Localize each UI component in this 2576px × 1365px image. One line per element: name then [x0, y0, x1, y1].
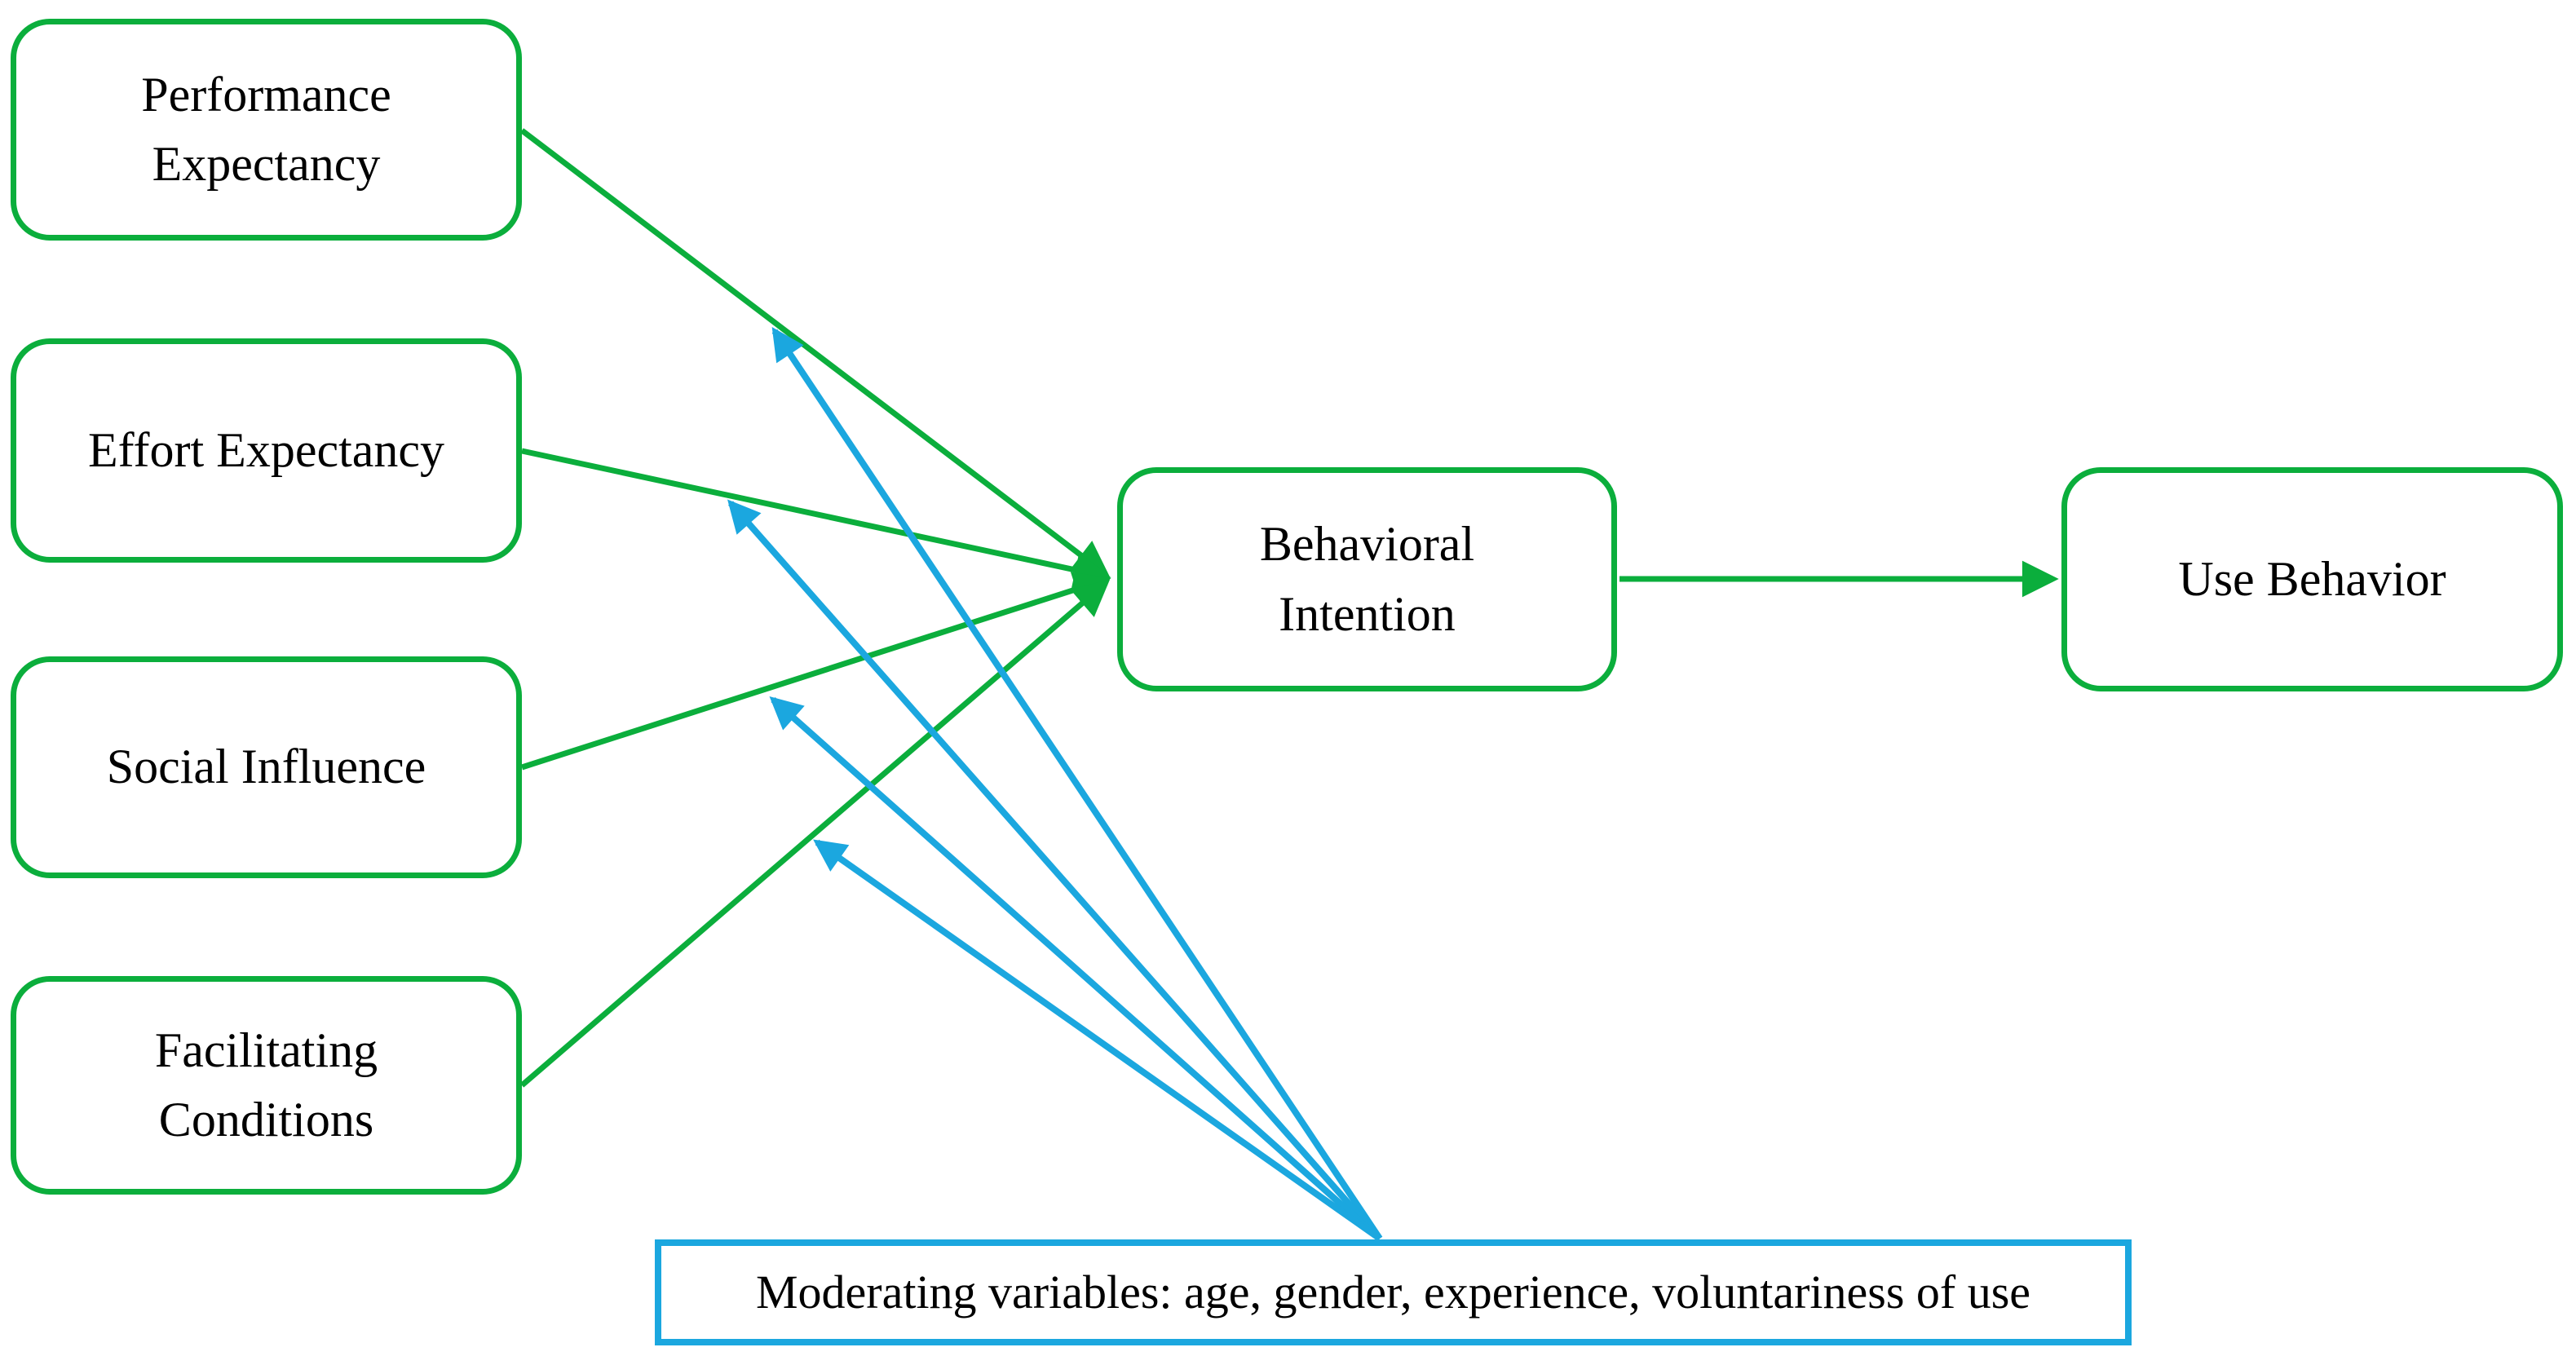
edge-social-influence-to-behavioral-intention [520, 572, 1111, 771]
edge-moderators-to-fc-bi-edge [813, 839, 1382, 1242]
edge-moderators-to-pe-bi-edge [771, 327, 1383, 1241]
edge-effort-expectancy-to-behavioral-intention [521, 448, 1111, 588]
node-performance-expectancy: Performance Expectancy [11, 19, 522, 241]
node-moderating-variables-label: Moderating variables: age, gender, exper… [755, 1266, 2031, 1319]
node-use-behavior-label: Use Behavior [2178, 551, 2446, 606]
node-moderating-variables: Moderating variables: age, gender, exper… [655, 1239, 2132, 1345]
node-effort-expectancy: Effort Expectancy [11, 338, 522, 563]
edge-moderators-to-ee-bi-edge [727, 499, 1382, 1241]
edge-moderators-to-si-bi-edge [769, 696, 1382, 1241]
node-social-influence-label: Social Influence [106, 740, 426, 794]
edge-performance-expectancy-to-behavioral-intention [519, 128, 1111, 578]
node-facilitating-conditions: Facilitating Conditions [11, 976, 522, 1195]
edge-facilitating-conditions-to-behavioral-intention [519, 579, 1111, 1088]
node-performance-expectancy-label: Performance Expectancy [141, 67, 391, 191]
node-use-behavior: Use Behavior [2061, 467, 2563, 691]
node-behavioral-intention: Behavioral Intention [1117, 467, 1617, 691]
node-facilitating-conditions-label: Facilitating Conditions [154, 1023, 378, 1146]
node-behavioral-intention-label: Behavioral Intention [1259, 517, 1475, 641]
node-effort-expectancy-label: Effort Expectancy [87, 422, 445, 477]
node-social-influence: Social Influence [11, 656, 522, 878]
